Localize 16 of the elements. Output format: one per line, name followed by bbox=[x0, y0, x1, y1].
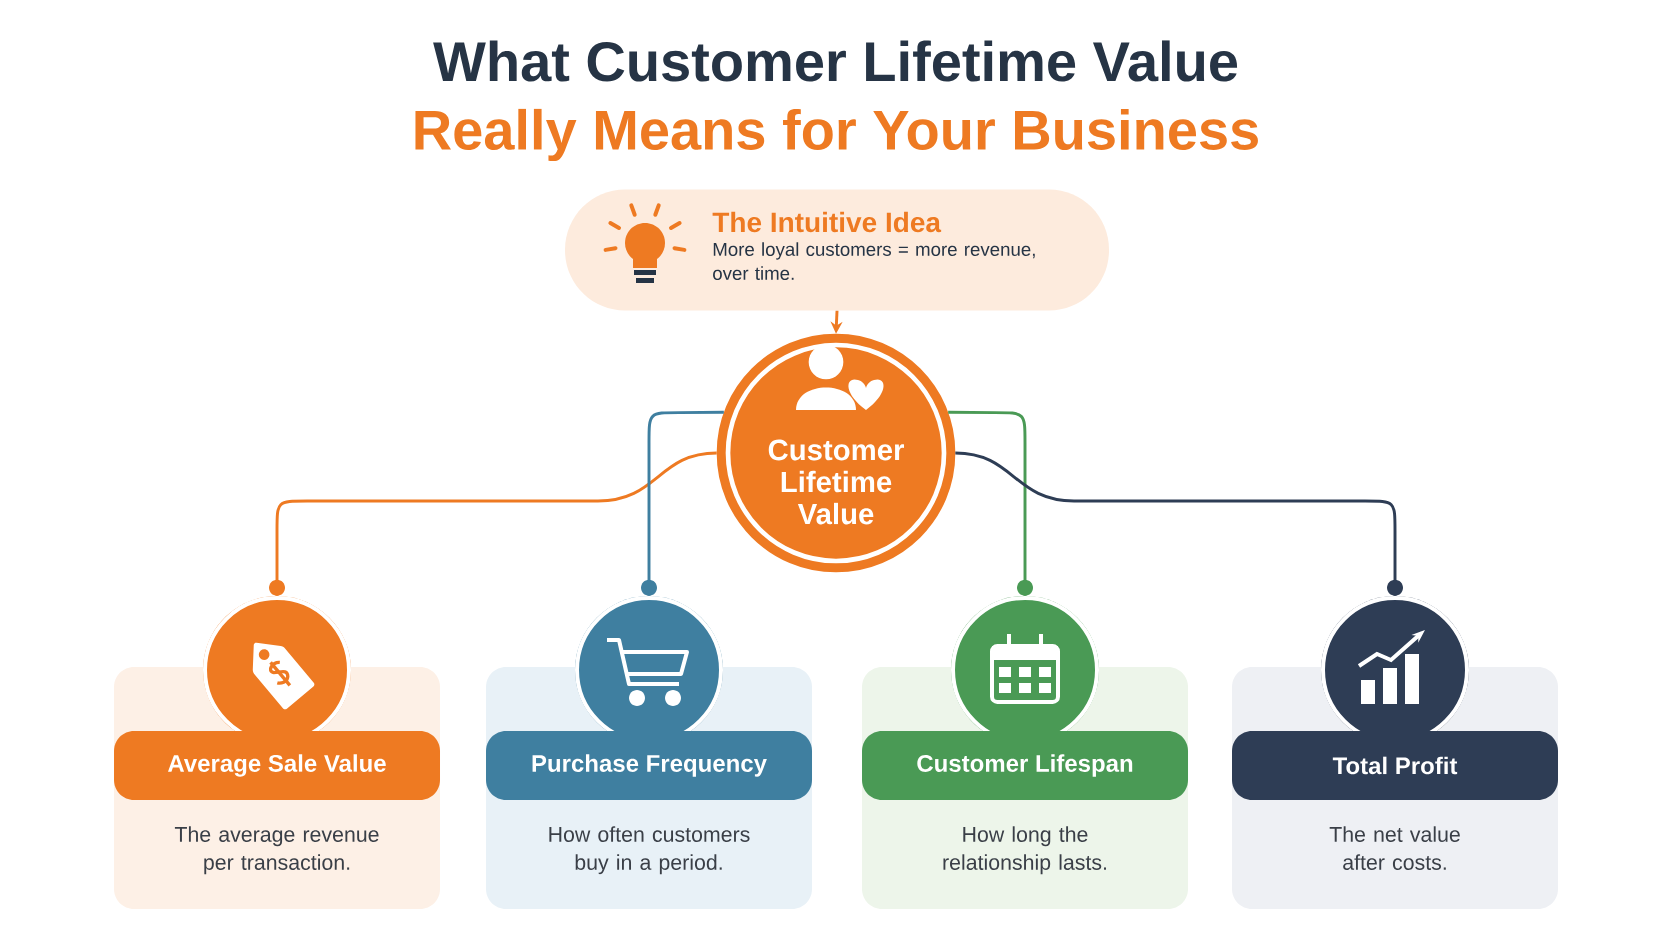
description-text: How long the relationship lasts. bbox=[943, 826, 1106, 875]
title-band: Total Profit bbox=[1232, 731, 1558, 800]
title-band: Customer Lifespan bbox=[862, 731, 1188, 800]
connector bbox=[641, 410, 724, 596]
hub-label: Customer Lifetime Value bbox=[768, 439, 904, 525]
description-text: How often customers buy in a period. bbox=[549, 826, 750, 875]
description-text: The average revenue per transaction. bbox=[174, 826, 379, 875]
heading: The Intuitive Idea bbox=[712, 211, 942, 233]
connector bbox=[948, 410, 1033, 596]
title-band: Purchase Frequency bbox=[486, 731, 812, 800]
title: What Customer Lifetime Value bbox=[433, 40, 1238, 82]
title-band: Average Sale Value bbox=[114, 731, 440, 800]
connector bbox=[269, 451, 717, 596]
description-text: More loyal customers = more revenue, over time. bbox=[713, 242, 1035, 280]
connector bbox=[955, 451, 1403, 596]
description-text: The net value after costs. bbox=[1329, 826, 1460, 870]
